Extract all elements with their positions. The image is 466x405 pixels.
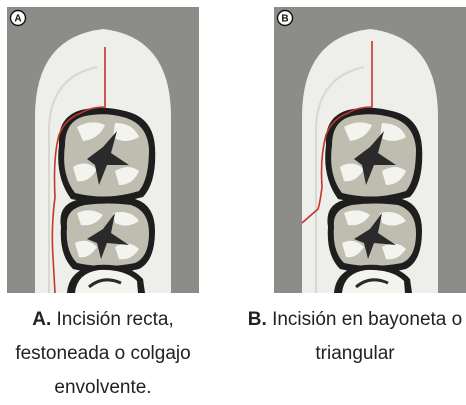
upper-molar bbox=[325, 108, 422, 203]
tooth-diagram-a: A bbox=[7, 7, 199, 293]
illustration-panel-a: A bbox=[7, 7, 199, 293]
caption-text: Incisión en bayoneta o triangular bbox=[272, 309, 462, 364]
lower-molar bbox=[327, 197, 422, 273]
panel-badge-label: B bbox=[281, 14, 288, 25]
caption-b: B. Incisión en bayoneta o triangular bbox=[235, 303, 466, 371]
caption-label: B. bbox=[248, 309, 267, 330]
lower-molar bbox=[60, 197, 155, 273]
caption-label: A. bbox=[32, 309, 51, 330]
tooth-diagram-b: B bbox=[274, 7, 466, 293]
illustration-panel-b: B bbox=[274, 7, 466, 293]
caption-a: A. Incisión recta, festoneada o colgajo … bbox=[0, 303, 223, 405]
upper-molar bbox=[58, 108, 155, 203]
panel-badge-label: A bbox=[14, 14, 21, 25]
panel-badge-a: A bbox=[11, 11, 26, 26]
panel-badge-b: B bbox=[278, 11, 293, 26]
